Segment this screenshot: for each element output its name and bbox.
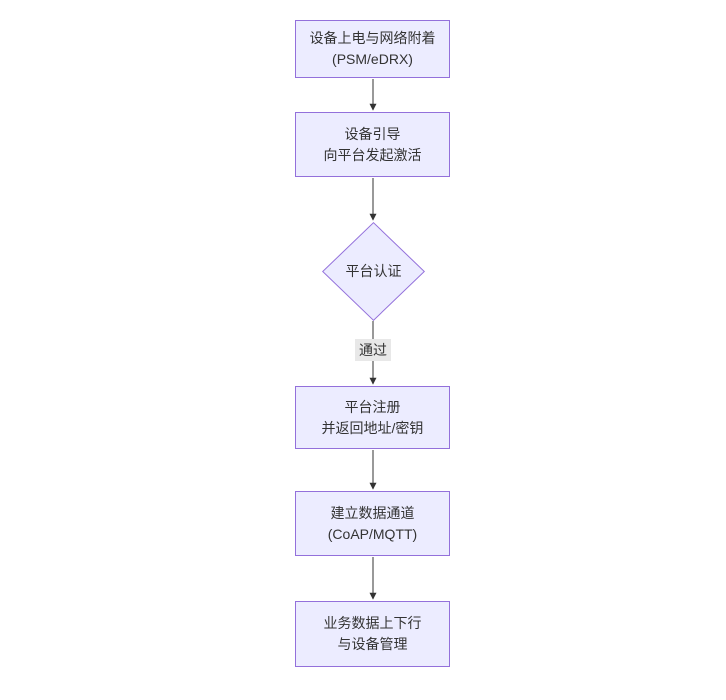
node-text: 与设备管理 (337, 636, 408, 652)
node-power-attach: 设备上电与网络附着 (PSM/eDRX) (295, 20, 450, 78)
node-platform-auth: 平台认证 (322, 222, 425, 321)
node-text: 并返回地址/密钥 (321, 419, 424, 436)
node-text: 建立数据通道 (330, 504, 415, 521)
node-text: (PSM/eDRX) (332, 51, 413, 67)
node-bootstrap: 设备引导 向平台发起激活 (295, 112, 450, 177)
node-data-channel: 建立数据通道 (CoAP/MQTT) (295, 491, 450, 556)
node-business: 业务数据上下行 与设备管理 (295, 601, 450, 667)
node-text: (CoAP/MQTT) (327, 525, 418, 542)
node-text: 业务数据上下行 (323, 615, 422, 631)
node-text: 设备引导 (344, 125, 401, 142)
node-text: 平台注册 (344, 398, 401, 415)
node-text: 向平台发起激活 (323, 146, 422, 163)
node-text: 平台认证 (345, 263, 402, 279)
node-text: 设备上电与网络附着 (309, 30, 436, 46)
node-register: 平台注册 并返回地址/密钥 (295, 386, 450, 449)
diamond-shape (322, 222, 425, 321)
edge-label-pass: 通过 (355, 339, 391, 361)
